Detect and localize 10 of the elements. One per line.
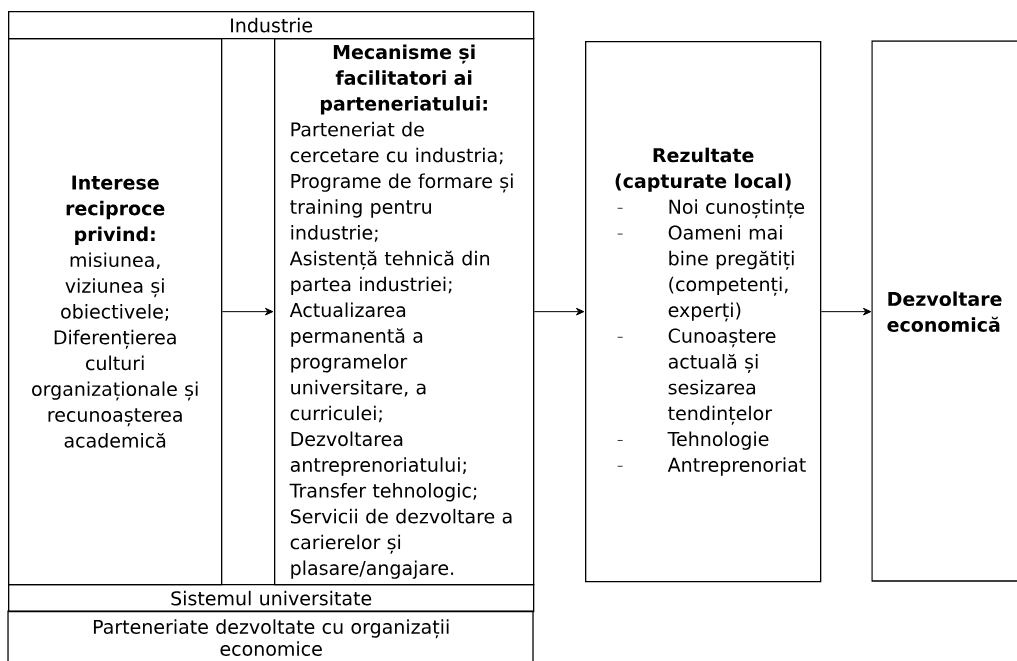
arrow [533,307,585,316]
table-cell: Mecanisme și facilitatori ai parteneriatului: Parteneriat de cercetare cu industria; Programe de formare și training pentru industrie; Asistență tehnică din partea industriei; Actualizarea permanentă a programelor universitare, a curriculei; Dezvoltarea antreprenoriatului; Transfer tehnologic; Servicii de dezvoltare a carierelor și plasare/angajare. [274,38,535,586]
arrow [221,307,274,316]
table-cell: Interese reciproce privind: misiunea, viziunea și obiectivele; Diferențierea culturi organizaționale și recunoașterea academică [8,38,223,586]
footer-cell: Parteneriate dezvoltate cu organizații economice [7,610,534,661]
footer-cell: Sistemul universitate [8,584,535,613]
result-box: Rezultate (capturate local) Noi cunoștințe Oameni mai bine pregătiți (competenți, experți) Cunoaștere actuală și sesizarea tendințelor Tehnologie Antreprenoriat [585,41,822,583]
outcome-box: Dezvoltare economică [871,40,1017,582]
arrow [820,307,872,316]
header-cell: Industrie [8,11,535,40]
